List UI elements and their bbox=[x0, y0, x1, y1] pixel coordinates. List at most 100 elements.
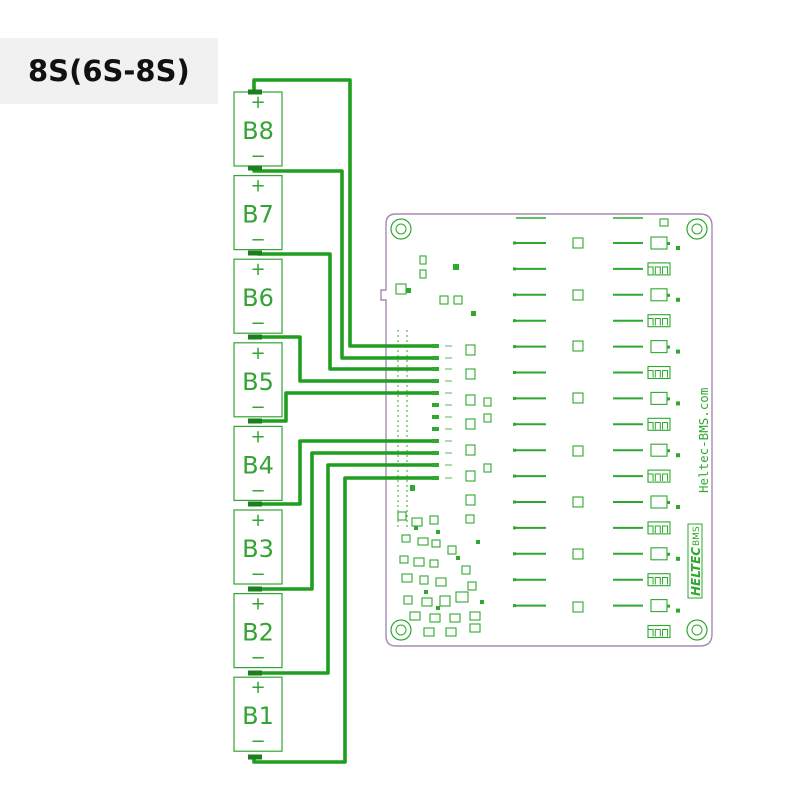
resistor-pad bbox=[513, 578, 516, 582]
cell-body bbox=[233, 175, 283, 251]
capacitor bbox=[465, 444, 476, 456]
capacitor bbox=[483, 413, 492, 423]
negative-terminal-label: − bbox=[250, 397, 265, 418]
resistor-pad bbox=[513, 241, 516, 245]
cell-label: B4 bbox=[242, 451, 274, 479]
capacitor bbox=[572, 392, 584, 404]
battery-cell-b8: +B8− bbox=[233, 91, 283, 167]
header-pad bbox=[432, 403, 439, 407]
terminal-tab bbox=[248, 250, 262, 256]
ic bbox=[647, 262, 671, 276]
smd-part bbox=[403, 595, 413, 605]
cell-body bbox=[233, 676, 283, 752]
via bbox=[676, 453, 680, 458]
chip-glyph: ⊓⊓⊓ bbox=[647, 470, 669, 484]
smd-part bbox=[445, 627, 457, 637]
positive-terminal-label: + bbox=[250, 677, 265, 698]
cell-label: B5 bbox=[242, 368, 274, 396]
header-pad bbox=[432, 463, 439, 467]
capacitor bbox=[572, 445, 584, 457]
terminal-tab bbox=[248, 334, 262, 340]
terminal-tab bbox=[248, 670, 262, 676]
smd-part bbox=[397, 511, 407, 521]
cell-body bbox=[233, 258, 283, 334]
component-cluster bbox=[397, 511, 484, 637]
smd-part bbox=[413, 557, 425, 567]
smd-part bbox=[409, 611, 421, 621]
via bbox=[676, 349, 680, 354]
mosfet-pin bbox=[667, 345, 670, 349]
smd-part bbox=[399, 555, 409, 564]
mosfet-pin bbox=[667, 449, 670, 453]
via bbox=[424, 590, 428, 594]
balance-components: ⊓⊓⊓⊓⊓⊓⊓⊓⊓⊓⊓⊓⊓⊓⊓⊓⊓⊓⊓⊓⊓⊓⊓⊓ bbox=[410, 217, 680, 640]
negative-terminal-label: − bbox=[250, 648, 265, 669]
smd-part bbox=[435, 577, 447, 587]
capacitor bbox=[572, 237, 584, 249]
board-outline bbox=[380, 213, 713, 647]
header-pad bbox=[432, 476, 439, 480]
chip-glyph: ⊓⊓⊓ bbox=[647, 418, 669, 432]
capacitor bbox=[465, 368, 476, 380]
balance-wire-0 bbox=[252, 78, 437, 348]
smd-part bbox=[461, 565, 471, 575]
ic bbox=[647, 573, 671, 587]
smd-part bbox=[431, 539, 441, 548]
via bbox=[414, 526, 418, 530]
diagram-title: 8S(6S-8S) bbox=[0, 38, 218, 104]
balance-wire-3 bbox=[256, 335, 437, 383]
ic bbox=[647, 417, 671, 431]
header-pad bbox=[432, 379, 439, 383]
smd-part bbox=[401, 573, 413, 583]
balance-wire-8 bbox=[252, 476, 437, 764]
board-website: Heltec-BMS.com bbox=[696, 388, 711, 493]
header-pad bbox=[432, 344, 439, 348]
resistor-pad bbox=[513, 552, 516, 556]
resistor-pad bbox=[513, 371, 516, 374]
resistor-pad bbox=[513, 422, 516, 426]
mosfet-pin bbox=[667, 293, 670, 297]
smd-part bbox=[417, 537, 429, 546]
mounting-hole-top-right bbox=[686, 218, 708, 240]
via bbox=[476, 540, 480, 544]
battery-cell-b3: +B3− bbox=[233, 509, 283, 585]
cell-body bbox=[233, 342, 283, 418]
mosfet-pin bbox=[667, 552, 670, 556]
ic bbox=[647, 365, 671, 380]
via bbox=[676, 505, 680, 509]
heltec-logo: HELTEC BMS bbox=[687, 523, 703, 599]
smd-part bbox=[419, 575, 429, 585]
via bbox=[456, 556, 460, 560]
resistor-pad bbox=[513, 474, 516, 478]
capacitor bbox=[483, 463, 492, 473]
via bbox=[436, 606, 440, 610]
cell-label: B7 bbox=[242, 201, 274, 229]
ic bbox=[647, 469, 671, 483]
capacitor bbox=[483, 397, 492, 407]
capacitor bbox=[465, 394, 476, 406]
negative-terminal-label: − bbox=[250, 146, 265, 167]
mounting-hole-bottom-left bbox=[390, 619, 412, 641]
via bbox=[436, 530, 440, 534]
capacitor bbox=[465, 494, 476, 506]
battery-cell-b1: +B1− bbox=[233, 676, 283, 752]
mosfet-pin bbox=[667, 397, 670, 401]
negative-terminal-label: − bbox=[250, 313, 265, 334]
mosfet-pin bbox=[667, 242, 670, 245]
ic bbox=[647, 521, 671, 535]
resistor-pad bbox=[513, 448, 516, 452]
balance-wire-6 bbox=[252, 451, 437, 591]
terminal-tab bbox=[248, 586, 262, 592]
terminal-tab bbox=[248, 89, 262, 95]
terminal-tab bbox=[248, 501, 262, 507]
via bbox=[480, 600, 484, 604]
positive-terminal-label: + bbox=[250, 92, 265, 113]
battery-cell-b5: +B5− bbox=[233, 342, 283, 418]
chip-glyph: ⊓⊓⊓ bbox=[647, 315, 669, 329]
logo-text: HELTEC bbox=[689, 547, 703, 596]
capacitor bbox=[465, 344, 476, 356]
capacitor bbox=[572, 601, 584, 613]
resistor-pad bbox=[513, 345, 516, 349]
mosfet-pin bbox=[667, 604, 670, 608]
via bbox=[676, 297, 680, 302]
